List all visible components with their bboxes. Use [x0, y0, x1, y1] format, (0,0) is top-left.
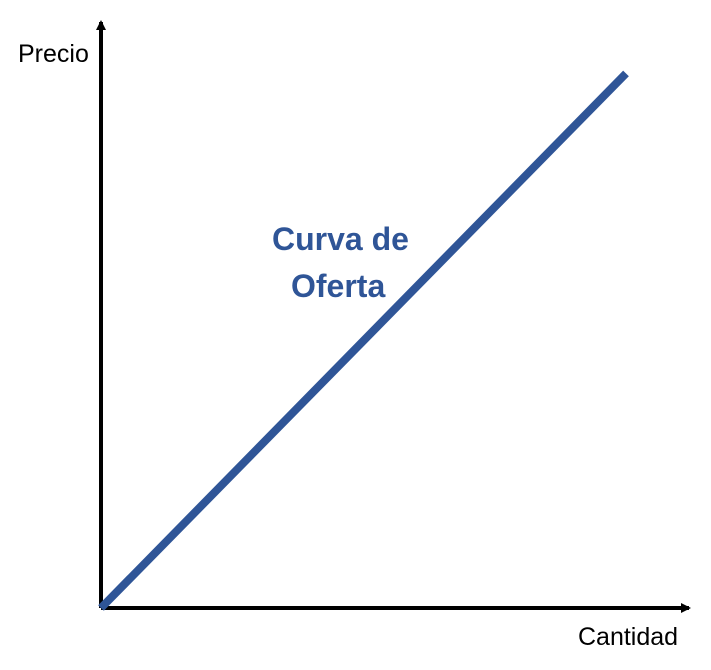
supply-curve-label: Curva de Oferta [272, 221, 418, 304]
series-layer [98, 70, 629, 611]
supply-curve-line [98, 70, 629, 611]
supply-curve-label-line-1: Curva de [272, 221, 409, 257]
y-axis-label: Precio [18, 40, 89, 68]
supply-curve-label-line-2: Oferta [291, 268, 385, 304]
x-axis-label: Cantidad [578, 623, 678, 651]
